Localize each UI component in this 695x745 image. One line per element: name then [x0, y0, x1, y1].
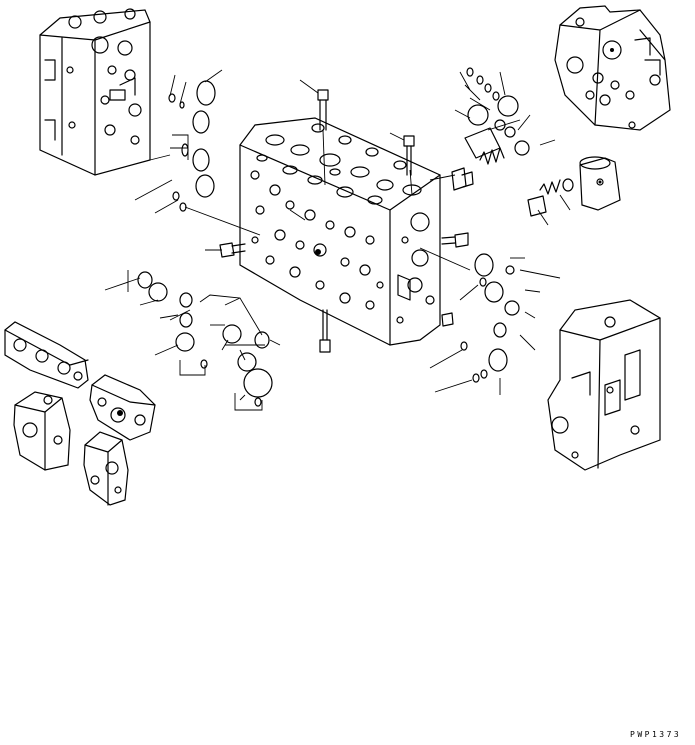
- small-assembly-2: [89, 374, 156, 441]
- small-assembly-3: [13, 391, 71, 471]
- bolt-top-center: [317, 89, 329, 131]
- spool-plug-lower: [527, 195, 547, 217]
- seals-upper-left: [168, 80, 216, 212]
- spring-upper: [479, 147, 505, 165]
- section-block-top-right: [554, 5, 671, 131]
- leader-lines: [104, 69, 571, 411]
- main-valve-body: [239, 117, 441, 346]
- seals-lower-right: [460, 253, 520, 383]
- bolt-top-right: [403, 135, 415, 176]
- seals-lower-left: [137, 271, 273, 407]
- plug-bottom-right: [441, 312, 454, 327]
- seals-upper-right: [464, 67, 574, 192]
- cap-cylinder: [579, 156, 621, 211]
- plug-right: [441, 232, 469, 248]
- section-block-bottom-right: [547, 299, 661, 471]
- small-assembly-4: [83, 431, 129, 506]
- section-block-top-left: [39, 8, 151, 176]
- detail-marks: [117, 48, 614, 416]
- spring-right: [539, 179, 561, 195]
- spool-plug-upper: [451, 167, 474, 191]
- small-assembly-1: [4, 321, 89, 389]
- bolt-bottom-center: [319, 309, 331, 353]
- plug-left: [219, 242, 246, 258]
- drawing-code-label: PWP1373: [630, 730, 682, 739]
